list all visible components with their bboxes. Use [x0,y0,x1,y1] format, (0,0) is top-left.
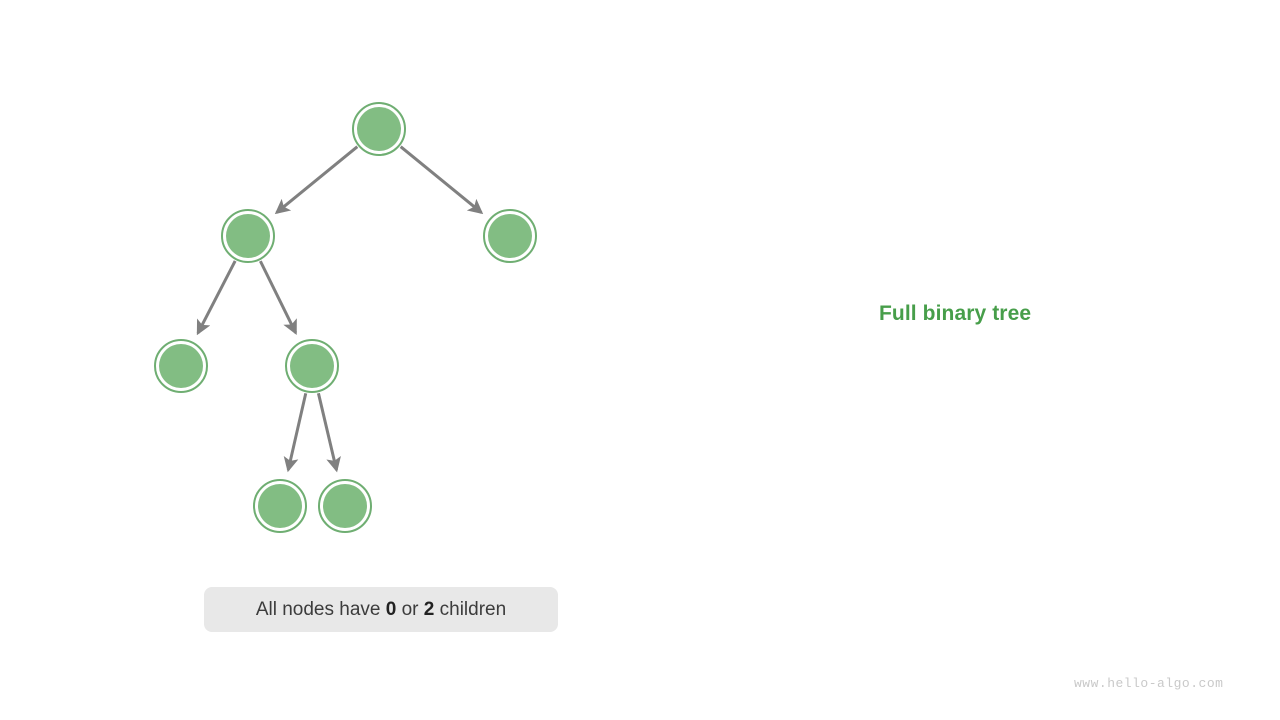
tree-node [352,102,406,156]
tree-node [285,339,339,393]
caption-box: All nodes have 0 or 2 children [204,587,558,632]
node-body [226,214,270,258]
caption-text: All nodes have 0 or 2 children [256,599,506,621]
node-body [290,344,334,388]
caption-bold-two: 2 [423,598,435,620]
tree-edge [399,145,484,215]
tree-edge [274,145,359,215]
node-layer [154,102,537,533]
node-body [258,484,302,528]
tree-edge [196,260,237,336]
tree-edge [316,392,341,473]
node-outer-ring [352,102,406,156]
node-outer-ring [154,339,208,393]
tree-node [154,339,208,393]
tree-edge [283,392,308,473]
tree-node [221,209,275,263]
caption-prefix: All nodes have [255,598,386,620]
node-outer-ring [285,339,339,393]
tree-node [318,479,372,533]
page-title: Full binary tree [879,302,1032,325]
caption-middle: or [396,598,424,620]
caption-bold-zero: 0 [385,598,397,620]
node-outer-ring [318,479,372,533]
node-outer-ring [483,209,537,263]
edge-layer [196,145,484,473]
node-body [159,344,203,388]
tree-edge [259,260,298,335]
tree-node [483,209,537,263]
watermark: www.hello-algo.com [1074,676,1224,691]
tree-node [253,479,307,533]
node-body [488,214,532,258]
caption-suffix: children [434,598,507,620]
node-body [357,107,401,151]
node-outer-ring [221,209,275,263]
node-body [323,484,367,528]
node-outer-ring [253,479,307,533]
